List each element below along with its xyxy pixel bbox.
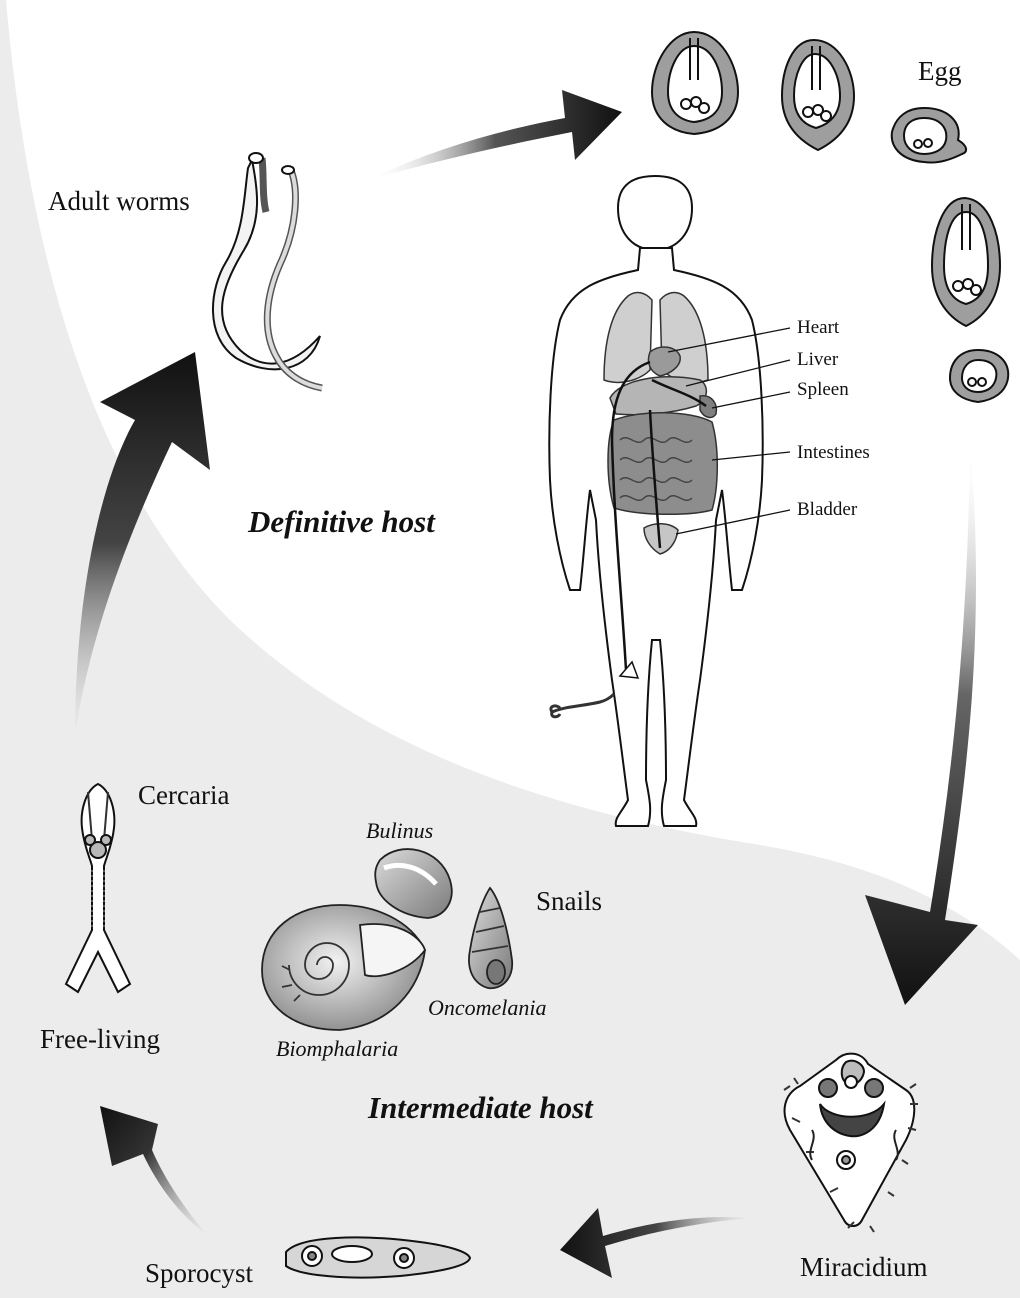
egg-4 (932, 198, 1000, 326)
label-intestines: Intestines (797, 443, 870, 462)
label-heart: Heart (797, 318, 839, 337)
label-snails: Snails (536, 888, 602, 915)
egg-1 (652, 32, 738, 134)
label-oncomelania: Oncomelania (428, 997, 547, 1019)
label-free-living: Free-living (40, 1026, 160, 1053)
adult-worms (213, 153, 322, 388)
label-spleen: Spleen (797, 380, 849, 399)
label-liver: Liver (797, 350, 838, 369)
label-definitive-host: Definitive host (248, 506, 435, 537)
label-sporocyst: Sporocyst (145, 1260, 253, 1287)
egg-5 (950, 350, 1008, 402)
label-biomphalaria: Biomphalaria (276, 1038, 398, 1060)
egg-2 (782, 40, 854, 150)
egg-3 (892, 108, 966, 163)
arrow-worms-to-egg (368, 90, 622, 180)
label-bulinus: Bulinus (366, 820, 433, 842)
label-cercaria: Cercaria (138, 782, 229, 809)
cercaria-entering (551, 694, 614, 717)
label-bladder: Bladder (797, 500, 857, 519)
label-miracidium: Miracidium (800, 1254, 927, 1281)
label-egg: Egg (918, 58, 962, 85)
label-intermediate-host: Intermediate host (368, 1092, 593, 1123)
intestines-organ (608, 413, 717, 515)
label-adult-worms: Adult worms (48, 188, 190, 215)
